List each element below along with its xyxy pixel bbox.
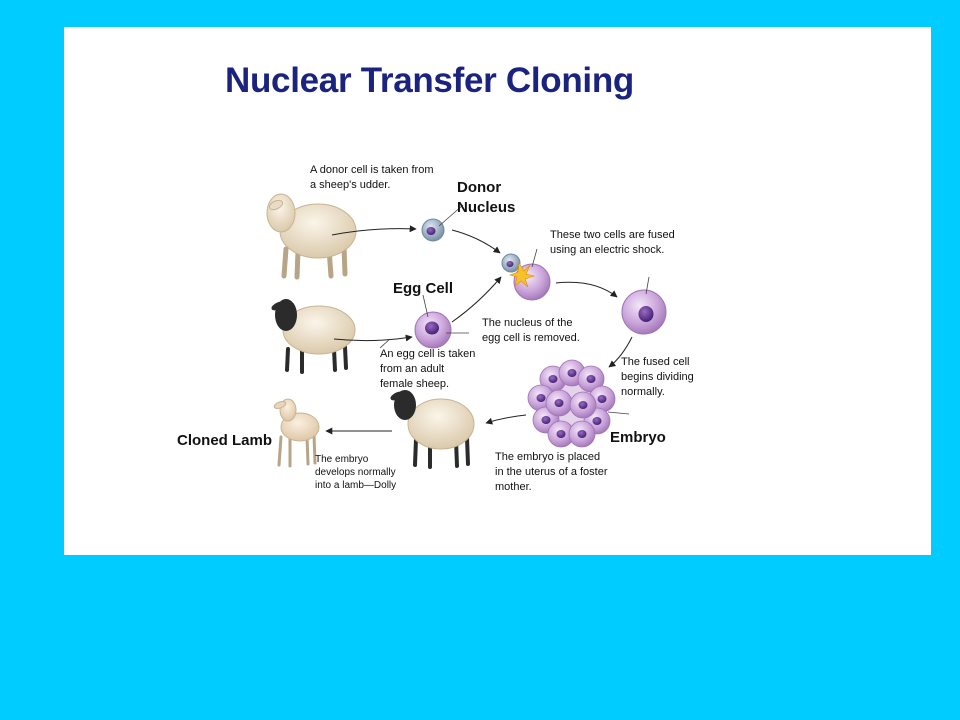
leader-egg-taken xyxy=(379,338,391,349)
fusion-cells xyxy=(501,253,551,301)
spark-icon xyxy=(509,262,536,288)
leader-egg-cell xyxy=(422,294,429,318)
arrow-egg-cell-to-fusion xyxy=(451,276,502,323)
process-arrows xyxy=(325,225,633,435)
caption-donor-cell: A donor cell is taken from a sheep's udd… xyxy=(310,164,434,191)
cloned-lamb xyxy=(273,398,320,468)
leader-embryo xyxy=(607,411,630,415)
leader-fused xyxy=(531,248,538,268)
arrow-fusion-to-fused-cell xyxy=(555,281,618,298)
cloning-diagram xyxy=(266,193,667,469)
caption-dividing: The fused cell begins dividing normally. xyxy=(621,356,694,398)
caption-develops: The embryo develops normally into a lamb… xyxy=(315,454,397,491)
arrow-sheep-to-donor-cell xyxy=(331,225,417,236)
leader-lines xyxy=(379,204,650,415)
caption-nucleus-removed: The nucleus of the egg cell is removed. xyxy=(482,317,580,344)
arrow-sheep-to-egg-cell xyxy=(333,334,413,342)
egg-donor-sheep xyxy=(271,299,356,374)
donor-sheep xyxy=(266,193,357,280)
label-donor-nucleus: Donor Nucleus xyxy=(457,179,516,216)
label-embryo: Embryo xyxy=(610,429,666,446)
foster-mother-sheep xyxy=(390,390,475,469)
label-cloned-lamb: Cloned Lamb xyxy=(177,432,273,449)
caption-placed: The embryo is placed in the uterus of a … xyxy=(495,451,608,493)
arrow-donor-cell-to-fusion xyxy=(451,229,501,254)
caption-fused: These two cells are fused using an elect… xyxy=(550,229,675,256)
label-egg-cell: Egg Cell xyxy=(393,280,454,297)
caption-egg-taken: An egg cell is taken from an adult femal… xyxy=(380,348,476,390)
egg-cell xyxy=(414,311,452,349)
arrow-fused-cell-to-embryo xyxy=(608,336,633,368)
page-title: Nuclear Transfer Cloning xyxy=(225,61,635,100)
leader-donor-nucleus xyxy=(438,204,464,227)
donor-cell xyxy=(421,218,445,242)
arrow-embryo-to-foster xyxy=(485,414,527,425)
slide-panel: Nuclear Transfer Cloning xyxy=(64,27,931,555)
embryo-cluster xyxy=(527,359,616,448)
fused-cell xyxy=(621,289,667,335)
leader-dividing xyxy=(645,276,650,295)
